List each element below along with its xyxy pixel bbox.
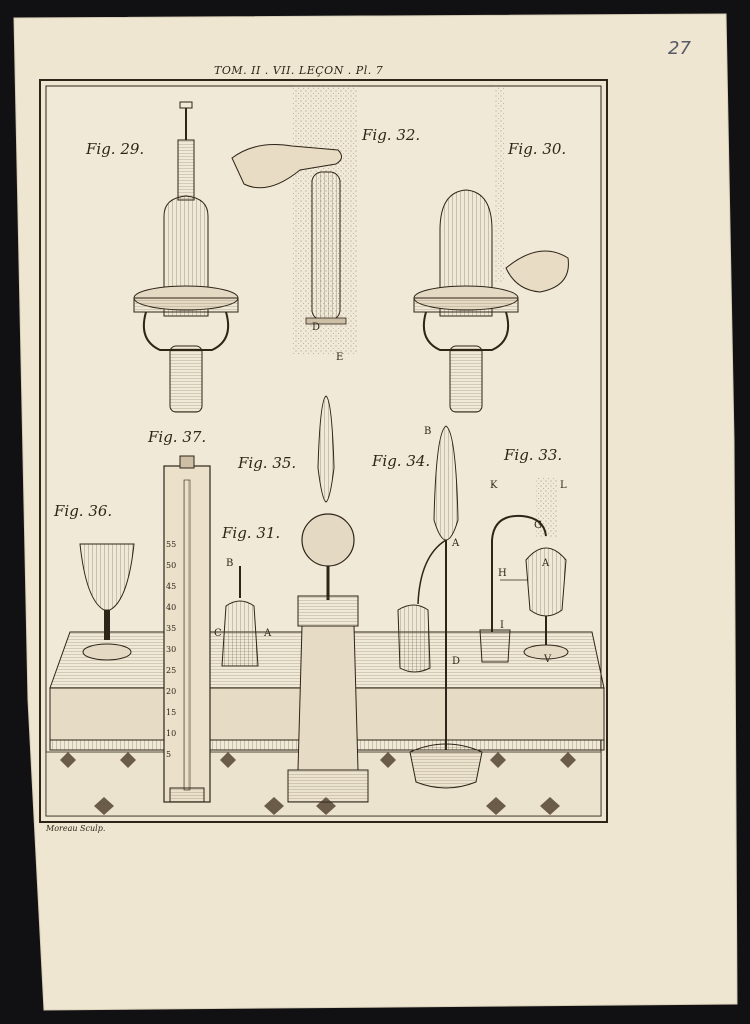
thermometer-scale-mark: 5: [166, 750, 172, 759]
thermometer-scale-mark: 35: [166, 624, 177, 633]
fig30-apparatus: [413, 189, 569, 413]
thermometer-scale-mark: 15: [166, 708, 177, 717]
fig33-letter-g: G: [534, 520, 542, 531]
fig32-letter-e: E: [336, 352, 344, 363]
fig33-letter-l: L: [560, 480, 567, 491]
fig32-letter-d: D: [312, 322, 321, 333]
fig-35-label: Fig. 35.: [238, 454, 297, 472]
fig-34-label: Fig. 34.: [372, 452, 431, 470]
fig32-base: [305, 317, 347, 325]
page-number: 27: [668, 38, 691, 59]
fig37-thermometer: [163, 455, 211, 803]
fig31-flask: [221, 566, 259, 667]
thermometer-scale-mark: 10: [166, 729, 177, 738]
fig-37-label: Fig. 37.: [148, 428, 207, 446]
thermometer-scale-mark: 30: [166, 645, 177, 654]
fig33-letter-a: A: [542, 558, 550, 569]
fig31-letter-c: C: [214, 628, 222, 639]
fig35-apparatus: [287, 395, 369, 803]
thermometer-scale-mark: 20: [166, 687, 177, 696]
fig33-letter-h: H: [498, 568, 507, 579]
fig29-apparatus: [133, 101, 239, 413]
fig34-apparatus: [397, 425, 483, 789]
thermometer-scale-mark: 55: [166, 540, 177, 549]
plate-border: [39, 79, 608, 823]
fig30-column: [494, 86, 504, 282]
fig-36-label: Fig. 36.: [54, 502, 113, 520]
fig-29-label: Fig. 29.: [86, 140, 145, 158]
thermometer-scale-mark: 40: [166, 603, 177, 612]
fig31-letter-b: B: [226, 558, 234, 569]
thermometer-scale-mark: 45: [166, 582, 177, 591]
plate-header: TOM. II . VII. LEÇON . Pl. 7: [214, 64, 384, 77]
fig34-letter-a: A: [452, 538, 460, 549]
fig36-glass: [79, 543, 135, 661]
fig33-letter-v: V: [544, 654, 552, 665]
fig33-apparatus: [479, 478, 569, 663]
hand-icon: [231, 144, 342, 189]
fig33-letter-k: K: [490, 480, 498, 491]
fig-33-label: Fig. 33.: [504, 446, 563, 464]
bellows-icon: [505, 250, 569, 293]
fig-32-label: Fig. 32.: [362, 126, 421, 144]
fig34-letter-d: D: [452, 656, 461, 667]
thermometer-scale-mark: 25: [166, 666, 177, 675]
engraver-signature: Moreau Sculp.: [46, 824, 106, 833]
fig33-letter-i: I: [500, 620, 504, 631]
fig34-letter-b: B: [424, 426, 432, 437]
fig31-letter-a: A: [264, 628, 272, 639]
fig-30-label: Fig. 30.: [508, 140, 567, 158]
thermometer-scale-mark: 50: [166, 561, 177, 570]
fig32-tube: [311, 171, 341, 321]
fig-31-label: Fig. 31.: [222, 524, 281, 542]
